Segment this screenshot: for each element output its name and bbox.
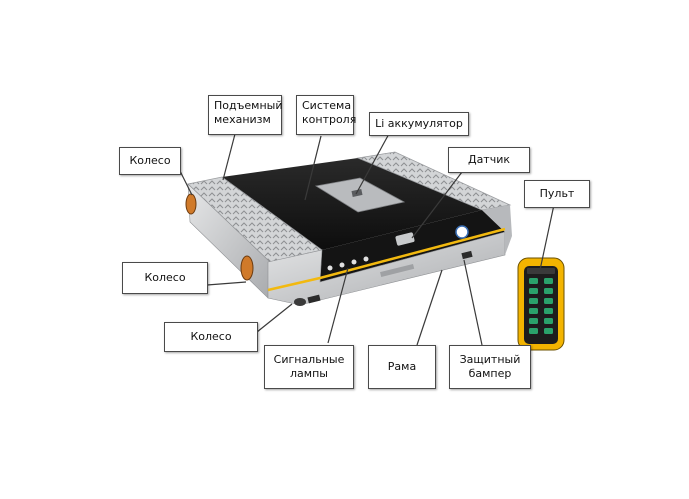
label-remote: Пульт bbox=[524, 180, 590, 208]
remote-control-illustration bbox=[517, 257, 565, 351]
label-wheel-mid: Колесо bbox=[122, 262, 208, 294]
status-dial bbox=[455, 225, 469, 239]
yellow-accent-strip bbox=[267, 227, 506, 292]
wheel-left-front bbox=[240, 255, 254, 281]
wheel-front bbox=[294, 298, 306, 306]
label-wheel-top: Колесо bbox=[119, 147, 181, 175]
right-silver-side bbox=[482, 205, 512, 255]
signal-lamp-group bbox=[327, 256, 369, 271]
label-lift-mechanism: Подъемный механизм bbox=[208, 95, 282, 135]
leader-lines bbox=[175, 131, 556, 346]
label-battery: Li аккумулятор bbox=[369, 112, 469, 136]
label-control-system: Система контроля bbox=[296, 95, 356, 135]
label-bumper: Защитный бампер bbox=[449, 345, 531, 389]
label-frame: Рама bbox=[368, 345, 436, 389]
wheel-left-rear bbox=[185, 193, 197, 215]
label-wheel-bottom: Колесо bbox=[164, 322, 258, 352]
sensor-window bbox=[395, 232, 415, 246]
label-sensor: Датчик bbox=[448, 147, 530, 173]
label-signal-lamps: Сигнальные лампы bbox=[264, 345, 354, 389]
